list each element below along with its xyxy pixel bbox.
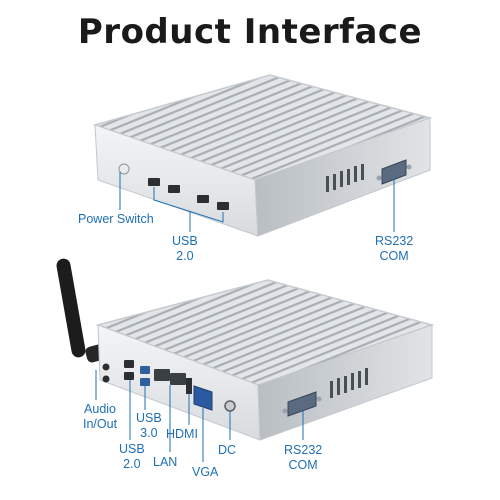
label-rs232-line2: COM [379,249,409,263]
top-mini-pc [92,74,433,237]
label-rs232b-line1: RS232 [284,443,323,457]
label-audio: Audio In/Out [83,402,117,432]
label-lan-text: LAN [153,455,178,469]
label-usb3-line1: USB [136,411,162,425]
label-audio-line2: In/Out [83,417,118,431]
label-hdmi-text: HDMI [166,427,198,441]
label-usb2-line1: USB [119,442,145,456]
dc-jack [224,400,236,412]
label-power-switch-text: Power Switch [78,212,154,226]
label-usb2-line2: 2.0 [123,457,141,471]
vga-port [193,385,213,411]
lan-ports [154,369,186,385]
page-title: Product Interface [77,12,423,52]
side-vents [330,368,368,398]
rs232-port [282,391,322,417]
hdmi-port [186,378,192,394]
rs232-port [376,159,412,185]
usb2-ports [124,360,134,380]
label-audio-line1: Audio [84,402,117,416]
label-usb2: USB 2.0 [119,442,145,472]
label-vga: VGA [192,465,218,480]
side-vents [326,164,364,192]
label-usb-top: USB 2.0 [172,234,198,264]
power-switch-icon [118,163,130,175]
label-rs232b-line2: COM [288,458,318,472]
label-rs232-top: RS232 COM [375,234,413,264]
label-rs232-bottom: RS232 COM [284,443,322,473]
audio-jacks [102,363,110,383]
usb3-ports [140,366,150,386]
heatsink-top [98,280,432,385]
label-usb3-line2: 3.0 [140,426,158,440]
label-rs232-line1: RS232 [375,234,414,248]
bottom-mini-pc [56,258,435,462]
usb-ports-front [148,178,229,210]
label-usb-line2: 2.0 [176,249,194,263]
label-dc: DC [218,443,236,458]
label-dc-text: DC [218,443,237,457]
label-hdmi: HDMI [166,427,198,442]
label-usb3: USB 3.0 [136,411,162,441]
label-usb-line1: USB [172,234,198,248]
label-lan: LAN [153,455,177,470]
label-vga-text: VGA [192,465,219,479]
label-power-switch: Power Switch [78,212,154,227]
